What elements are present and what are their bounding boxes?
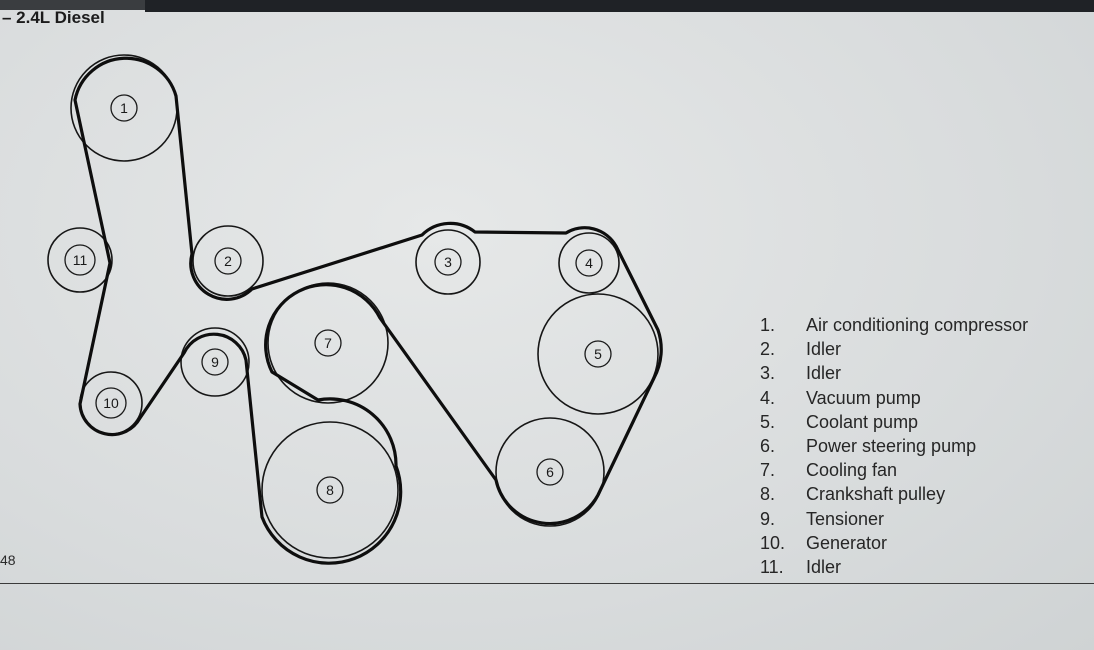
top-bar-dark [145,0,1094,12]
legend-text: Idler [806,363,842,384]
pulley-5 [537,293,659,415]
legend-item: 5. Coolant pump [760,410,1028,434]
pulley-badge-4 [575,249,603,277]
legend-text: Vacuum pump [806,387,921,408]
page-title: – 2.4L Diesel [2,8,105,27]
pulley-label-11: 11 [73,252,88,268]
legend-text: Crankshaft pulley [806,484,946,505]
pulley-badge-1 [110,94,138,122]
footer-divider [0,583,1094,584]
pulley-8 [261,421,399,559]
pulley-label-7: 7 [324,335,332,351]
pulley-label-1: 1 [120,100,128,116]
pulley-label-9: 9 [211,354,219,370]
legend-number: 9. [760,508,776,529]
legend-item: 6. Power steering pump [760,434,1028,458]
pulley-6 [495,417,605,527]
pulley-label-8: 8 [326,482,334,498]
pulley-badge-3 [434,248,462,276]
pulley-11 [47,227,113,293]
pulley-badge-7 [314,329,342,357]
legend-item: 7. Cooling fan [760,458,1028,482]
legend-number: 3. [760,363,776,384]
legend-item: 4. Vacuum pump [760,386,1028,410]
legend-item: 2. Idler [760,337,1028,361]
legend-number: 11. [760,556,784,577]
pulley-2 [192,225,264,297]
legend-number: 1. [760,315,776,335]
pulley-badge-8 [316,476,344,504]
pulley-badge-9 [201,348,229,376]
legend-item: 10. Generator [760,531,1028,555]
pulley-badge-2 [214,247,242,275]
pulley-label-10: 10 [103,395,119,411]
legend-item: 1. Air conditioning compressor [760,313,1028,337]
drive-belt [73,56,663,565]
pulley-label-4: 4 [585,255,593,271]
legend-number: 6. [760,435,776,456]
pulley-label-3: 3 [444,254,452,270]
legend-number: 2. [760,339,776,360]
pulley-4 [558,232,620,294]
pulley-label-6: 6 [546,464,554,480]
legend-item: 3. Idler [760,361,1028,385]
legend-text: Air conditioning compressor [806,315,1029,335]
pulley-9 [180,327,250,397]
pulley-badge-11 [64,244,96,276]
pulley-badge-10 [95,387,127,419]
legend: 1. Air conditioning compressor 2. Idler 3.… [760,313,1028,579]
legend-number: 8. [760,484,776,505]
pulley-label-2: 2 [224,253,232,269]
pulley-label-5: 5 [594,346,602,362]
legend-item: 9. Tensioner [760,507,1028,531]
legend-text: Cooling fan [806,460,898,481]
legend-text: Coolant pump [806,411,919,432]
pulley-badge-6 [536,458,564,486]
legend-item: 8. Crankshaft pulley [760,482,1028,506]
legend-text: Generator [806,532,888,553]
legend-item: 11. Idler [760,555,1028,579]
legend-text: Idler [806,339,842,360]
legend-number: 7. [760,460,776,481]
legend-text: Power steering pump [806,435,977,456]
legend-number: 5. [760,411,776,432]
legend-number: 10. [760,532,786,553]
pulley-3 [415,229,481,295]
legend-number: 4. [760,387,776,408]
legend-text: Idler [806,556,842,577]
legend-text: Tensioner [806,508,885,529]
belt-routing-diagram: 1 2 3 4 5 6 7 8 9 10 11 [47,54,663,565]
page-number: 48 [0,552,16,568]
pulley-badge-5 [584,340,612,368]
